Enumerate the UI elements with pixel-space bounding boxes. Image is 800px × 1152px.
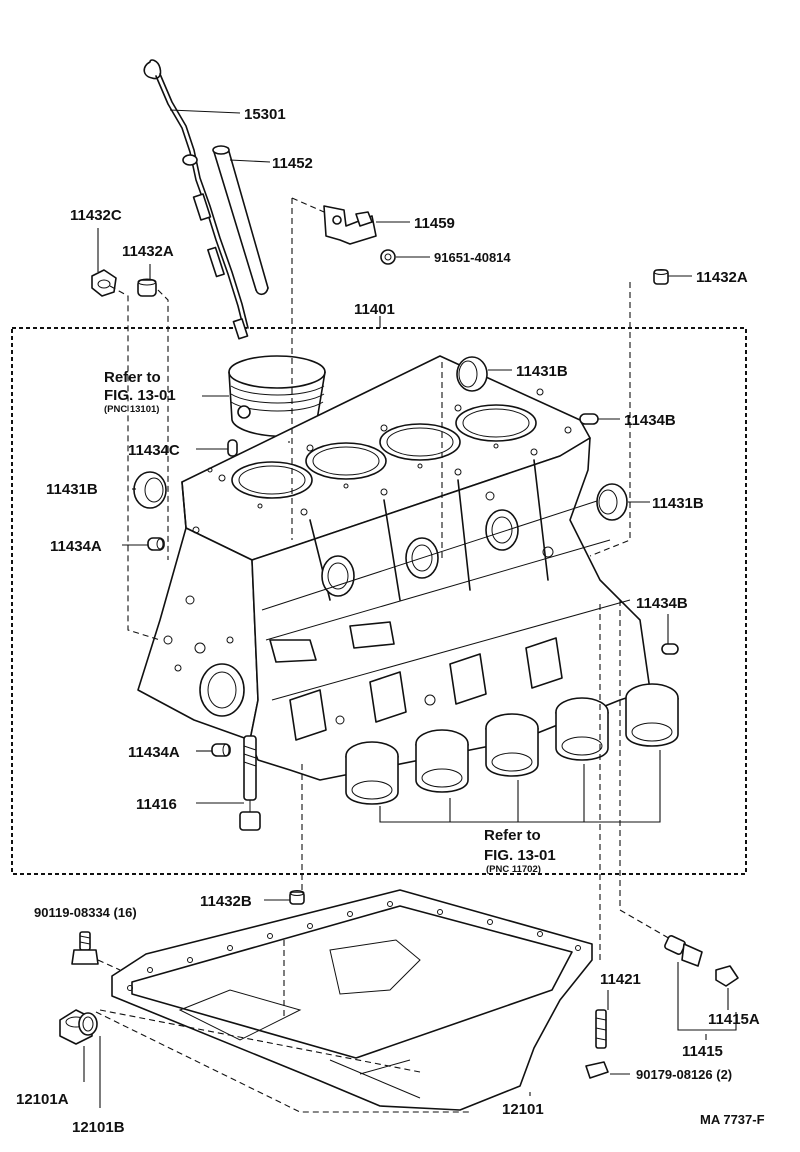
stud-11421 <box>595 1009 607 1049</box>
label-90119-08334: 90119-08334 (16) <box>34 905 137 920</box>
bearings-ref-line1: Refer to <box>484 827 541 844</box>
plug-11432A-left <box>137 278 157 297</box>
bearings-ref-line2: FIG. 13-01 <box>484 847 556 864</box>
pin-11434A-lower <box>211 743 231 757</box>
label-12101: 12101 <box>502 1101 544 1118</box>
label-91651-40814: 91651-40814 <box>434 250 511 265</box>
piston <box>228 355 326 443</box>
union-11415 <box>664 935 703 967</box>
label-11415A: 11415A <box>708 1011 760 1028</box>
label-11434B-right: 11434B <box>636 595 688 612</box>
expansion-plug-11431B-right <box>596 483 628 521</box>
bearings-ref-line3: (PNC 11702) <box>486 864 541 875</box>
nut-90179 <box>585 1061 609 1079</box>
plug-11432C <box>91 269 117 297</box>
plug-11415A <box>715 965 739 987</box>
oil-pan <box>111 889 593 1111</box>
part-labels: 15301 11452 11459 91651-40814 11432C 114… <box>16 106 760 1136</box>
expansion-plug-11431B-top <box>456 356 488 392</box>
plug-11432B <box>289 890 305 905</box>
label-11431B-top: 11431B <box>516 363 568 380</box>
expansion-plug-11431B-left <box>133 471 167 509</box>
label-12101A: 12101A <box>16 1091 69 1108</box>
cylinder-block <box>137 355 651 781</box>
diagram-code: MA 7737-F <box>700 1112 765 1127</box>
pin-11434B-top <box>579 413 599 425</box>
label-11434A-upper: 11434A <box>50 538 102 555</box>
stud-11416 <box>239 735 261 831</box>
oil-gauge-guide <box>212 145 269 296</box>
label-11415: 11415 <box>682 1043 723 1060</box>
crankshaft-bearings <box>345 683 679 805</box>
label-11421: 11421 <box>600 971 641 988</box>
label-11432C: 11432C <box>70 207 122 224</box>
label-11432A-right: 11432A <box>696 269 748 286</box>
label-11401: 11401 <box>354 301 395 318</box>
label-11431B-right: 11431B <box>652 495 704 512</box>
pan-bolt-90119 <box>71 931 99 965</box>
oil-level-gauge <box>143 59 249 340</box>
label-11432B: 11432B <box>200 893 252 910</box>
label-90179-08126: 90179-08126 (2) <box>636 1067 732 1082</box>
plug-11432A-right <box>653 269 669 285</box>
label-11459: 11459 <box>414 215 455 232</box>
piston-ref-line1: Refer to <box>104 369 161 386</box>
cylinder-block-assembly-frame <box>11 316 747 875</box>
bearings-reference-note: Refer to FIG. 13-01 (PNC 11702) <box>484 827 556 875</box>
label-11452: 11452 <box>272 155 313 172</box>
gasket-12101B <box>78 1012 98 1036</box>
pin-11434B-right <box>661 643 679 655</box>
label-11434B-top: 11434B <box>624 412 676 429</box>
bracket <box>323 205 377 245</box>
label-11434C: 11434C <box>128 442 180 459</box>
alignment-lines <box>95 197 673 1113</box>
piston-ref-line3: (PNC 13101) <box>104 404 159 415</box>
label-11431B-left: 11431B <box>46 481 98 498</box>
label-11432A-left: 11432A <box>122 243 174 260</box>
leader-lines <box>83 109 737 1108</box>
label-11416: 11416 <box>136 796 177 813</box>
label-12101B: 12101B <box>72 1119 125 1136</box>
bracket-bolt <box>380 249 396 265</box>
label-15301: 15301 <box>244 106 286 123</box>
pin-11434C <box>227 439 238 457</box>
piston-ref-line2: FIG. 13-01 <box>104 387 176 404</box>
pin-11434A-upper <box>147 537 165 551</box>
label-11434A-lower: 11434A <box>128 744 180 761</box>
piston-reference-note: Refer to FIG. 13-01 (PNC 13101) <box>104 369 229 415</box>
